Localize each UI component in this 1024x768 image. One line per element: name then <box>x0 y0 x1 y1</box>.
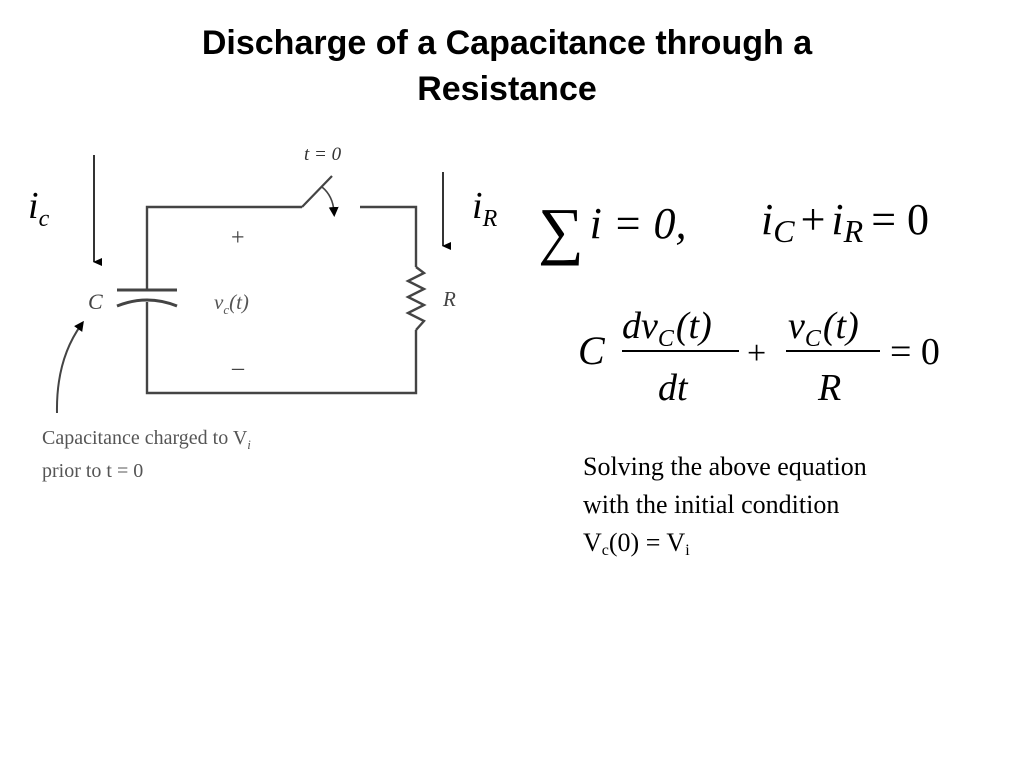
resistor-label: R <box>442 287 456 311</box>
ode-equation: C dvC(t) dt + vC(t) R = 0 <box>578 305 940 409</box>
circuit-wires <box>145 205 418 395</box>
voltage-label: vc(t) <box>214 290 249 317</box>
kcl-equation: ∑i = 0, <box>538 195 687 266</box>
minus-sign: – <box>231 355 245 381</box>
ode-denominator-1: dt <box>658 367 689 409</box>
plus-sign: + <box>231 225 245 251</box>
ode-numerator-1: dvC(t) <box>622 305 712 352</box>
title-line-1: Discharge of a Capacitance through a <box>201 24 813 62</box>
caption-line-1: Capacitance charged to Vi <box>42 427 251 452</box>
solution-note: Solving the above equation with the init… <box>583 448 867 562</box>
switch <box>301 175 339 217</box>
caption-line-2: prior to t = 0 <box>42 460 143 482</box>
current-label-ic: ic <box>28 185 50 232</box>
note-line-2: with the initial condition <box>583 490 840 519</box>
kcl-currents-equation: iC+iR= 0 <box>761 195 929 249</box>
ode-numerator-2: vC(t) <box>788 305 859 352</box>
slide-title: Discharge of a Capacitance through a Res… <box>0 20 1014 112</box>
ode-plus: + <box>747 335 766 372</box>
capacitor-symbol <box>116 288 178 308</box>
current-label-ir: iR <box>472 185 498 232</box>
capacitor-label: C <box>88 289 103 314</box>
note-line-1: Solving the above equation <box>583 452 867 481</box>
ode-denominator-2: R <box>817 367 841 409</box>
switch-label: t = 0 <box>304 144 342 165</box>
ode-C: C <box>578 328 606 373</box>
annotation-arrow <box>55 320 84 414</box>
resistor-symbol <box>405 266 427 331</box>
ode-equals-zero: = 0 <box>890 331 940 373</box>
title-line-2: Resistance <box>417 70 597 108</box>
note-line-3: Vc(0) = Vi <box>583 528 690 559</box>
